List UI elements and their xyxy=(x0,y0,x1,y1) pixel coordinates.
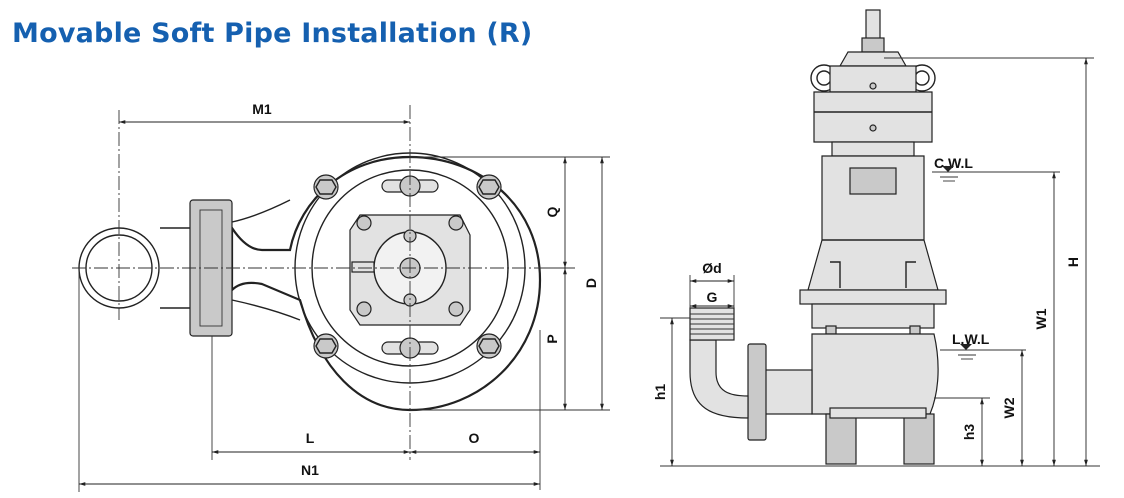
bolt-icon xyxy=(476,333,502,359)
dimension-label: W2 xyxy=(1001,397,1017,418)
dimension-d: D xyxy=(583,157,604,410)
dimension-label: M1 xyxy=(252,101,272,117)
cwl-marker: C.W.L xyxy=(932,155,1060,182)
dimension-w1: W1 xyxy=(1033,172,1056,466)
dimension-phid: Ød xyxy=(689,260,735,308)
dimension-label: h1 xyxy=(652,384,668,401)
dimension-label: G xyxy=(707,289,718,305)
cable-gland xyxy=(838,9,908,67)
dimension-label: L xyxy=(306,430,315,446)
water-level-label: L.W.L xyxy=(952,331,990,347)
bolt-icon xyxy=(313,174,339,200)
dimension-label: O xyxy=(469,430,480,446)
motor-body xyxy=(799,155,947,335)
dimension-q: Q xyxy=(410,156,610,411)
dimension-label: W1 xyxy=(1033,308,1049,329)
dimension-p: P xyxy=(544,268,567,410)
dimension-o: O xyxy=(410,430,540,454)
motor-top xyxy=(813,65,933,157)
dimension-w2: W2 xyxy=(1001,350,1024,466)
page-title: Movable Soft Pipe Installation (R) xyxy=(12,18,533,49)
dimension-h3: h3 xyxy=(934,397,990,466)
casing-bolts xyxy=(313,174,502,359)
dimension-n1: N1 xyxy=(78,268,540,492)
dimension-label: Q xyxy=(544,206,560,217)
dimension-label: P xyxy=(544,334,560,343)
top-view: M1 Q P D L O xyxy=(72,101,610,492)
bolt-icon xyxy=(476,174,502,200)
dimension-label: Ød xyxy=(702,260,721,276)
dimension-m1: M1 xyxy=(119,101,410,124)
pump-casing xyxy=(811,333,939,465)
dimension-label: h3 xyxy=(961,424,977,441)
dimension-h1: h1 xyxy=(652,317,690,466)
dimension-label: D xyxy=(583,278,599,288)
dimension-h: H xyxy=(884,57,1094,467)
dimension-g: G xyxy=(690,289,734,308)
threaded-coupling xyxy=(689,307,735,341)
dimension-label: N1 xyxy=(301,462,319,478)
side-view: Ød G h1 C.W.L L.W.L xyxy=(652,9,1100,467)
dimension-l: L xyxy=(211,330,541,490)
dimension-label: H xyxy=(1065,257,1081,267)
bolt-icon xyxy=(313,333,339,359)
lwl-marker: L.W.L xyxy=(940,331,1026,360)
discharge-pipe xyxy=(689,339,813,441)
water-level-label: C.W.L xyxy=(934,155,973,171)
